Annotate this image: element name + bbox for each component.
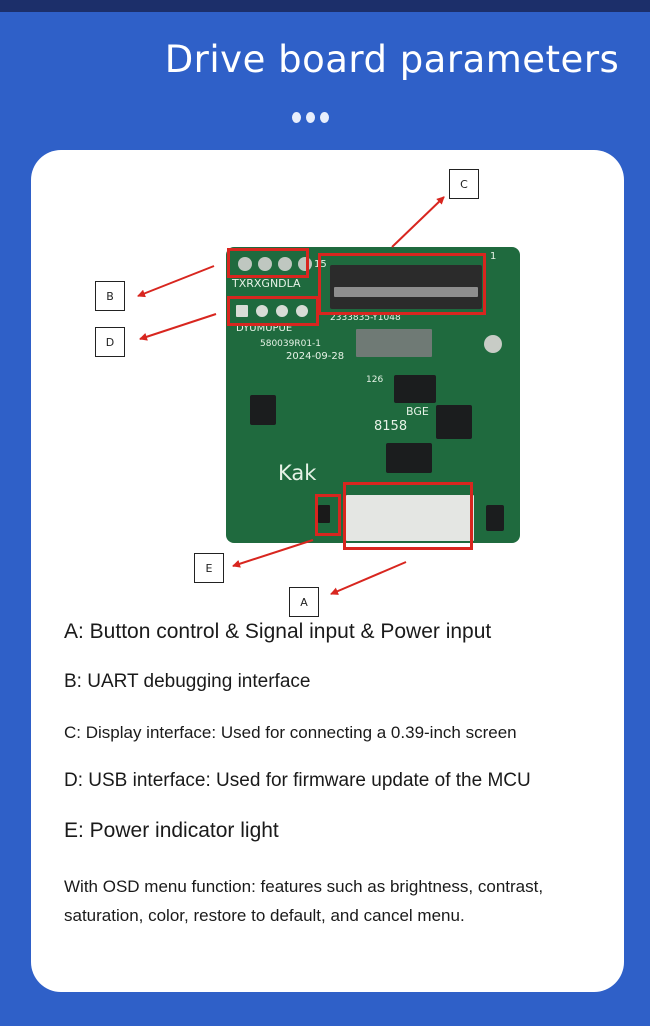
silk-usb: DYUMUPUE — [236, 323, 293, 334]
uart-pin — [238, 257, 252, 271]
highlight-display — [318, 253, 486, 315]
usb-pin — [236, 305, 248, 317]
silk-part-number: 2333835-Y1048 — [330, 313, 401, 323]
usb-pin — [296, 305, 308, 317]
silk-date: 2024-09-28 — [286, 351, 345, 362]
usb-pin — [276, 305, 288, 317]
callout-a: A — [289, 587, 319, 617]
ic-chip — [486, 505, 504, 531]
uart-pin — [258, 257, 272, 271]
top-band — [0, 0, 650, 12]
highlight-indicator — [315, 494, 341, 536]
callout-d: D — [95, 327, 125, 357]
ic-chip — [394, 375, 436, 403]
highlight-input — [343, 482, 473, 550]
callout-e: E — [194, 553, 224, 583]
dot — [292, 112, 301, 123]
page-title: Drive board parameters — [164, 38, 620, 81]
led — [318, 505, 330, 523]
callout-c: C — [449, 169, 479, 199]
fpc-connector — [346, 495, 474, 541]
highlight-usb — [227, 296, 319, 326]
label-sticker — [356, 329, 432, 357]
usb-pin — [256, 305, 268, 317]
ic-chip — [250, 395, 276, 425]
silk-bge: BGE — [406, 405, 429, 418]
silk-board-id: 580039R01-1 — [260, 339, 322, 349]
callout-b: B — [95, 281, 125, 311]
description-d: D: USB interface: Used for firmware upda… — [64, 770, 531, 791]
silk-kak: Kak — [278, 461, 317, 485]
mounting-hole — [484, 335, 502, 353]
silk-txrx: TXRXGNDLA — [232, 277, 301, 290]
description-a: A: Button control & Signal input & Power… — [64, 620, 492, 643]
description-c: C: Display interface: Used for connectin… — [64, 723, 517, 742]
silk-8158: 8158 — [374, 419, 408, 434]
ic-chip — [436, 405, 472, 439]
dot — [320, 112, 329, 123]
pagination-dots — [292, 112, 329, 123]
dot — [306, 112, 315, 123]
description-b: B: UART debugging interface — [64, 671, 311, 692]
description-e: E: Power indicator light — [64, 819, 279, 842]
connector-pins — [334, 287, 478, 297]
silk-1: 1 — [490, 251, 497, 262]
uart-pin — [278, 257, 292, 271]
highlight-uart — [227, 248, 309, 278]
ic-chip — [386, 443, 432, 473]
osd-note: With OSD menu function: features such as… — [64, 877, 544, 925]
silk-126: 126 — [366, 375, 384, 385]
